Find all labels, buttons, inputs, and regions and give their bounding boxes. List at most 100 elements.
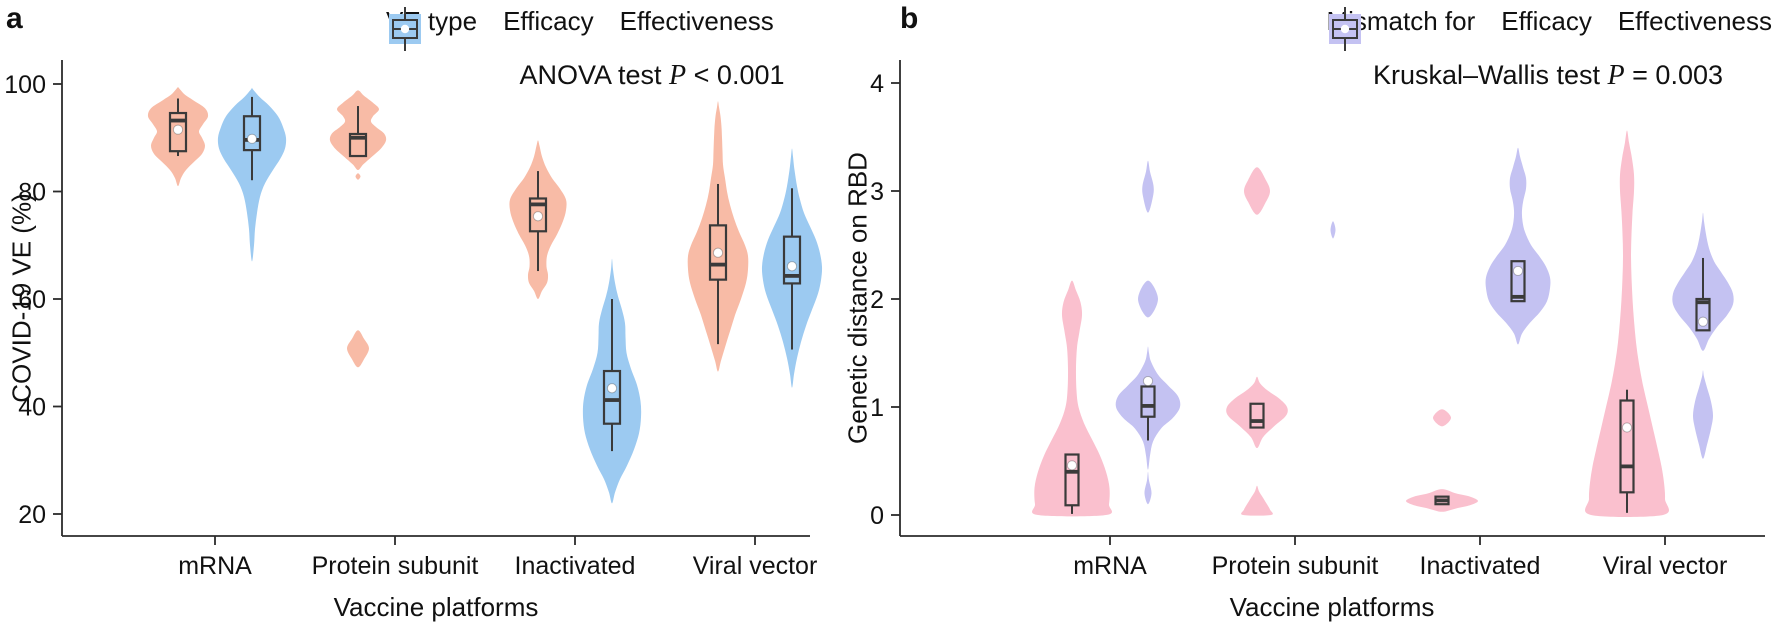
boxplot-a-viral-vector-effectiveness xyxy=(782,188,802,350)
box xyxy=(1695,297,1711,332)
mean-dot xyxy=(712,247,724,258)
violin-shape xyxy=(1241,485,1273,516)
violin-shape xyxy=(347,330,369,368)
legend-ve-type: VE type Efficacy Effectiveness xyxy=(386,6,774,51)
violin-shape xyxy=(1138,280,1158,318)
boxplot-b-mrna-efficacy xyxy=(1064,453,1080,514)
violin-shape xyxy=(1244,167,1270,215)
violin-a-mrna-efficacy xyxy=(147,87,209,187)
boxplot-b-viral-vector-efficacy xyxy=(1619,389,1635,513)
box xyxy=(708,224,728,281)
violin-shape xyxy=(355,173,361,180)
violin-shape xyxy=(687,101,749,372)
y-tick-label: 100 xyxy=(4,71,46,99)
boxplot-b-viral-vector-effectiveness xyxy=(1695,257,1711,332)
violin-shape xyxy=(1433,409,1451,427)
y-tick-label: 40 xyxy=(18,393,46,421)
mean-dot xyxy=(1066,460,1078,471)
violin-shape xyxy=(1693,370,1713,459)
panel-a-letter: a xyxy=(6,2,23,35)
x-category-label: Viral vector xyxy=(693,552,818,580)
mean-dot xyxy=(786,261,798,272)
mean-dot xyxy=(532,211,544,222)
violin-b-protein-subunit-efficacy xyxy=(1226,167,1288,516)
boxplot-b-inactivated-efficacy xyxy=(1434,495,1450,506)
violin-shape xyxy=(1330,221,1336,239)
violin-a-protein-subunit-efficacy xyxy=(329,90,387,368)
x-category-label: Protein subunit xyxy=(1212,552,1379,580)
panel-b-x-axis-title: Vaccine platforms xyxy=(1229,592,1435,622)
annotation-prefix: ANOVA test xyxy=(519,60,670,90)
x-category-label: Viral vector xyxy=(1603,552,1728,580)
box xyxy=(1510,260,1526,303)
boxplot-a-inactivated-efficacy xyxy=(528,171,548,272)
box xyxy=(168,111,188,153)
violin-shape xyxy=(1144,471,1152,505)
boxplot-a-viral-vector-efficacy xyxy=(708,183,728,345)
boxplot-b-protein-subunit-efficacy xyxy=(1249,402,1265,429)
violin-shape xyxy=(582,258,642,504)
annotation-prefix: Kruskal–Wallis test xyxy=(1372,60,1608,90)
violin-b-viral-vector-efficacy xyxy=(1585,130,1669,518)
annotation-stat-symbol: P xyxy=(1607,60,1625,91)
box xyxy=(1619,399,1635,494)
box xyxy=(348,132,368,158)
mean-dot xyxy=(246,133,258,144)
violin-shape xyxy=(1115,346,1181,470)
annotation-suffix: = 0.003 xyxy=(1624,60,1724,90)
mean-dot xyxy=(1142,375,1154,387)
violin-shape xyxy=(147,87,209,187)
legend-label-effectiveness: Effectiveness xyxy=(1617,6,1772,36)
legend-label-efficacy: Efficacy xyxy=(503,6,594,36)
box xyxy=(602,369,622,425)
legend-label-effectiveness: Effectiveness xyxy=(619,6,774,36)
box xyxy=(1249,402,1265,429)
boxplot-a-protein-subunit-efficacy xyxy=(348,106,368,158)
boxplot-a-inactivated-effectiveness xyxy=(602,299,622,452)
violin-shape xyxy=(1485,147,1551,345)
panel-a-x-axis-title: Vaccine platforms xyxy=(333,592,539,622)
violin-shape xyxy=(1585,130,1669,518)
anova-test-annotation: ANOVA test P < 0.001 xyxy=(519,60,784,92)
violin-a-inactivated-effectiveness xyxy=(582,258,642,504)
panel-a-y-axis-title: COVID-19 VE (%) xyxy=(6,193,37,403)
y-tick-label: 1 xyxy=(870,394,884,422)
y-tick-label: 80 xyxy=(18,178,46,206)
boxplot-a-mrna-effectiveness xyxy=(242,96,262,181)
boxplot-a-mrna-efficacy xyxy=(168,98,188,157)
violin-a-viral-vector-efficacy xyxy=(687,101,749,372)
mean-dot xyxy=(172,124,184,135)
boxplot-b-inactivated-effectiveness xyxy=(1510,260,1526,303)
violin-b-mrna-effectiveness xyxy=(1115,160,1181,505)
legend-label-efficacy: Efficacy xyxy=(1501,6,1592,36)
y-tick-label: 2 xyxy=(870,286,884,314)
violin-shape xyxy=(1226,376,1288,448)
mean-dot xyxy=(1697,316,1709,327)
violin-shape xyxy=(1032,280,1112,517)
box xyxy=(528,197,548,233)
kruskal-wallis-annotation: Kruskal–Wallis test P = 0.003 xyxy=(1373,60,1723,92)
x-category-label: mRNA xyxy=(178,552,252,580)
y-tick-label: 0 xyxy=(870,502,884,530)
x-category-label: Inactivated xyxy=(1420,552,1541,580)
violin-b-protein-subunit-effectiveness xyxy=(1330,221,1336,239)
y-tick-label: 4 xyxy=(870,70,884,98)
box xyxy=(1064,453,1080,507)
x-category-label: Inactivated xyxy=(515,552,636,580)
violin-a-viral-vector-effectiveness xyxy=(761,148,823,388)
y-tick-label: 3 xyxy=(870,178,884,206)
box xyxy=(1140,385,1156,418)
violin-b-inactivated-effectiveness xyxy=(1485,147,1551,345)
mean-dot xyxy=(606,383,618,394)
mean-dot xyxy=(1512,265,1524,277)
violin-b-viral-vector-effectiveness xyxy=(1672,212,1734,459)
legend-mismatch-for: Mismatch for Efficacy Effectiveness xyxy=(1326,6,1772,51)
box xyxy=(782,235,802,285)
violin-b-inactivated-efficacy xyxy=(1406,409,1478,512)
annotation-suffix: < 0.001 xyxy=(686,60,785,90)
